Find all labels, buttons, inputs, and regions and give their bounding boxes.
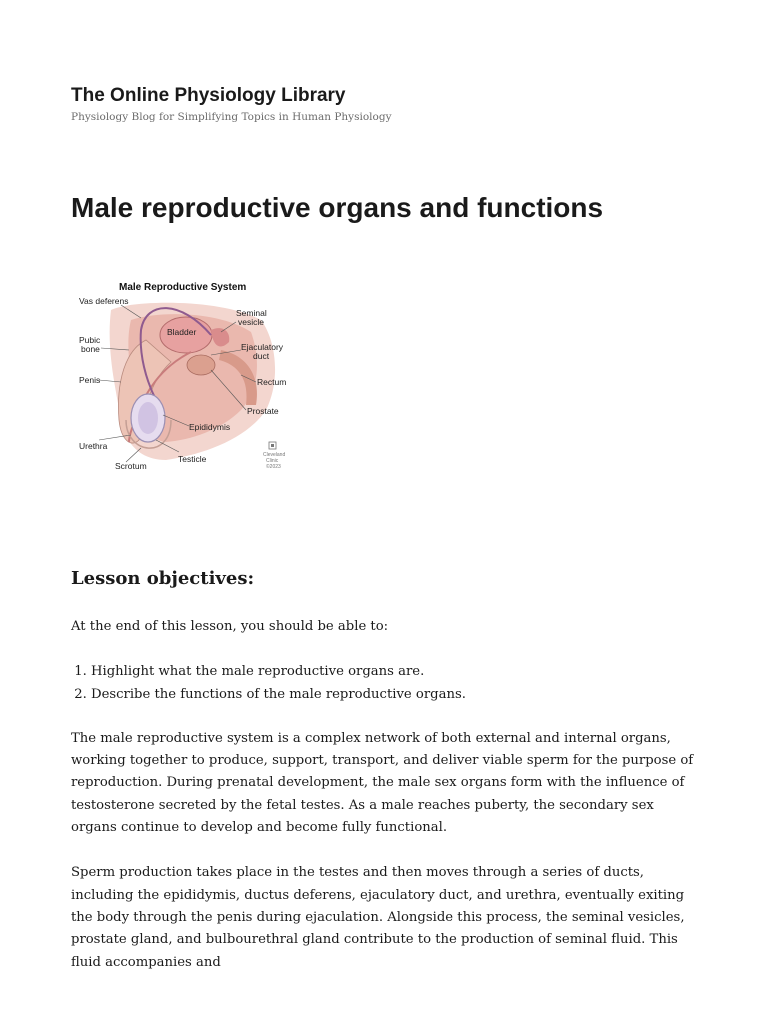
label-pubic-bone-2: bone (81, 344, 100, 354)
label-seminal-vesicle-2: vesicle (238, 317, 264, 327)
anatomy-diagram: Male Reproductive System (79, 282, 286, 471)
objectives-list: Highlight what the male reproductive org… (71, 661, 701, 706)
lesson-objectives-heading: Lesson objectives: (71, 568, 255, 589)
figure-credit-3: ©2023 (266, 463, 281, 470)
label-rectum: Rectum (257, 377, 286, 387)
site-title-link[interactable]: The Online Physiology Library (71, 85, 346, 106)
figure-credit-2: Clinic (266, 458, 279, 464)
objective-item: Describe the functions of the male repro… (91, 684, 701, 706)
label-prostate: Prostate (247, 406, 279, 416)
label-penis: Penis (79, 375, 100, 385)
label-leaders (98, 304, 257, 463)
post-title: Male reproductive organs and functions (71, 192, 604, 223)
objective-item: Highlight what the male reproductive org… (91, 661, 701, 683)
body-paragraph: The male reproductive system is a comple… (71, 730, 694, 836)
label-bladder: Bladder (167, 327, 196, 337)
prostate-shape (186, 354, 216, 376)
label-vas-deferens: Vas deferens (79, 296, 128, 306)
label-urethra: Urethra (79, 441, 108, 451)
label-ejaculatory-duct-2: duct (253, 351, 270, 361)
vas-deferens-path (139, 307, 212, 401)
figure-title: Male Reproductive System (119, 282, 246, 293)
site-header: The Online Physiology Library Physiology… (71, 84, 392, 124)
label-pubic-bone-1: Pubic (79, 335, 101, 345)
scrotum-outline (125, 419, 172, 449)
male-reproductive-system-figure[interactable]: Male Reproductive System (71, 270, 295, 480)
cleveland-clinic-logo-icon (268, 441, 277, 450)
lesson-intro: At the end of this lesson, you should be… (71, 619, 389, 634)
label-scrotum: Scrotum (115, 461, 147, 471)
site-description: Physiology Blog for Simplifying Topics i… (71, 111, 392, 123)
figure-credit-1: Cleveland (263, 452, 285, 458)
testicle-inner (138, 402, 158, 434)
rectum-shape (219, 350, 257, 405)
post-content: Lesson objectives: At the end of this le… (71, 566, 701, 997)
seminal-vesicle-shape (211, 328, 230, 347)
label-ejaculatory-duct-1: Ejaculatory (241, 342, 284, 352)
body-paragraph: Sperm production takes place in the test… (71, 865, 685, 970)
label-seminal-vesicle-1: Seminal (236, 308, 267, 318)
label-testicle: Testicle (178, 454, 207, 464)
label-epididymis: Epididymis (189, 422, 230, 432)
